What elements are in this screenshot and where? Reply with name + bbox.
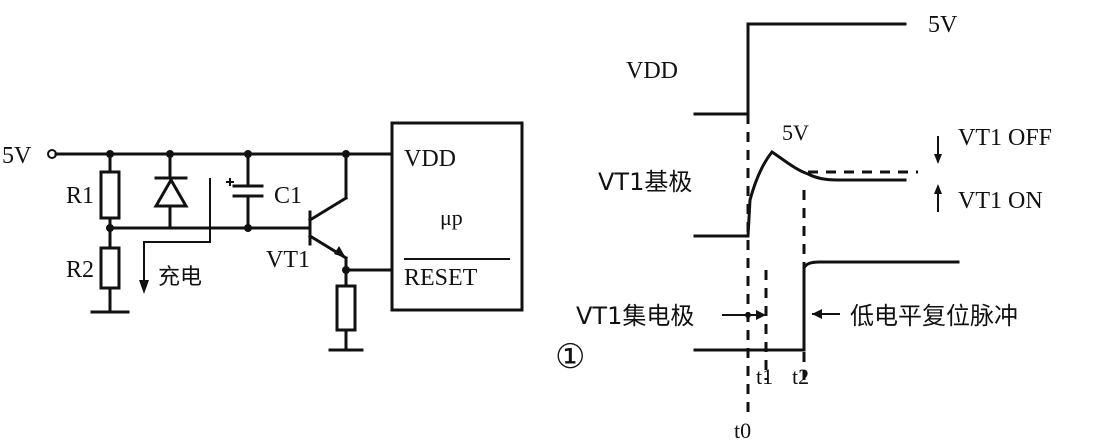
- threshold-arrows-icon: [934, 136, 942, 212]
- reset-pulse-label: 低电平复位脉冲: [850, 302, 1018, 330]
- junction-dot: [106, 150, 114, 158]
- circuit-schematic: 5V R1 R2: [2, 121, 524, 352]
- t2-label: t2: [792, 364, 809, 389]
- r1-label: R1: [66, 183, 94, 209]
- microprocessor-chip: [390, 121, 524, 312]
- vdd-label: VDD: [626, 58, 678, 84]
- resistor-r1: [99, 170, 121, 220]
- t1-label: t1: [756, 364, 773, 389]
- vdd-waveform: [693, 22, 907, 116]
- t1-arrow-icon: [756, 310, 766, 320]
- capacitor-c1-icon: [226, 150, 264, 232]
- chip-up-label: μp: [440, 205, 463, 230]
- charge-path-arrow-icon: [139, 178, 211, 294]
- transistor-vt1-icon: [307, 150, 350, 274]
- chip-reset-pin: RESET: [404, 265, 478, 291]
- vt1-off-label: VT1 OFF: [958, 125, 1052, 151]
- resistor-r2: [99, 246, 121, 290]
- vt1-label: VT1: [266, 247, 310, 273]
- vt1-base-label: VT1基极: [598, 168, 692, 196]
- supply-label: 5V: [2, 143, 32, 169]
- reset-pulse-arrow-icon: [812, 309, 822, 319]
- figure-number: ①: [555, 337, 585, 377]
- chip-vdd-pin: VDD: [404, 146, 456, 172]
- c1-label: C1: [274, 183, 302, 209]
- resistor-divider: [90, 150, 130, 314]
- r2-label: R2: [66, 257, 94, 283]
- top-5v-label: 5V: [928, 12, 958, 38]
- resistor-emitter: [335, 284, 357, 332]
- timing-diagram: 5V VDD 5V VT1基极 VT1 OFF VT1 ON VT1集电极 低电…: [555, 12, 1052, 443]
- vt1-collector-label: VT1集电极: [576, 302, 694, 330]
- t0-label: t0: [734, 418, 751, 443]
- base-waveform: [693, 149, 907, 238]
- base-peak-label: 5V: [782, 120, 809, 145]
- charge-label: 充电: [158, 265, 202, 290]
- vt1-on-label: VT1 ON: [958, 188, 1043, 214]
- diode-icon: [153, 150, 189, 230]
